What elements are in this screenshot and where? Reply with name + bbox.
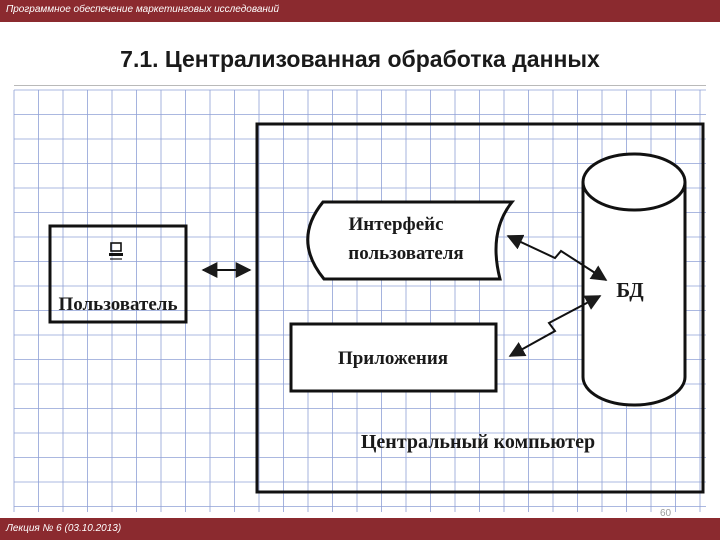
user-box — [48, 224, 188, 324]
page-number: 60 — [660, 508, 672, 519]
lecture-label: Лекция № 6 (03.10.2013) — [6, 523, 122, 534]
interface-label-line1: Интерфейс — [348, 214, 443, 235]
central-computer-label: Центральный компьютер — [361, 431, 595, 453]
title-divider — [14, 85, 706, 86]
database-cylinder — [581, 152, 687, 407]
interface-label-line2: пользователя — [348, 243, 463, 264]
footer-bar: Лекция № 6 (03.10.2013) — [0, 518, 720, 540]
computer-icon — [109, 242, 123, 260]
slide-title: 7.1. Централизованная обработка данных — [120, 46, 600, 72]
applications-box — [289, 322, 498, 393]
user-label: Пользователь — [58, 294, 177, 315]
applications-label: Приложения — [338, 348, 448, 369]
interface-db-arrow — [506, 234, 608, 281]
user-interface-shape — [306, 200, 516, 281]
header-bar: Программное обеспечение маркетинговых ис… — [0, 0, 720, 22]
database-label: БД — [616, 278, 644, 302]
central-computer-frame — [255, 122, 705, 494]
applications-db-arrow — [508, 295, 602, 357]
course-title: Программное обеспечение маркетинговых ис… — [6, 4, 280, 15]
